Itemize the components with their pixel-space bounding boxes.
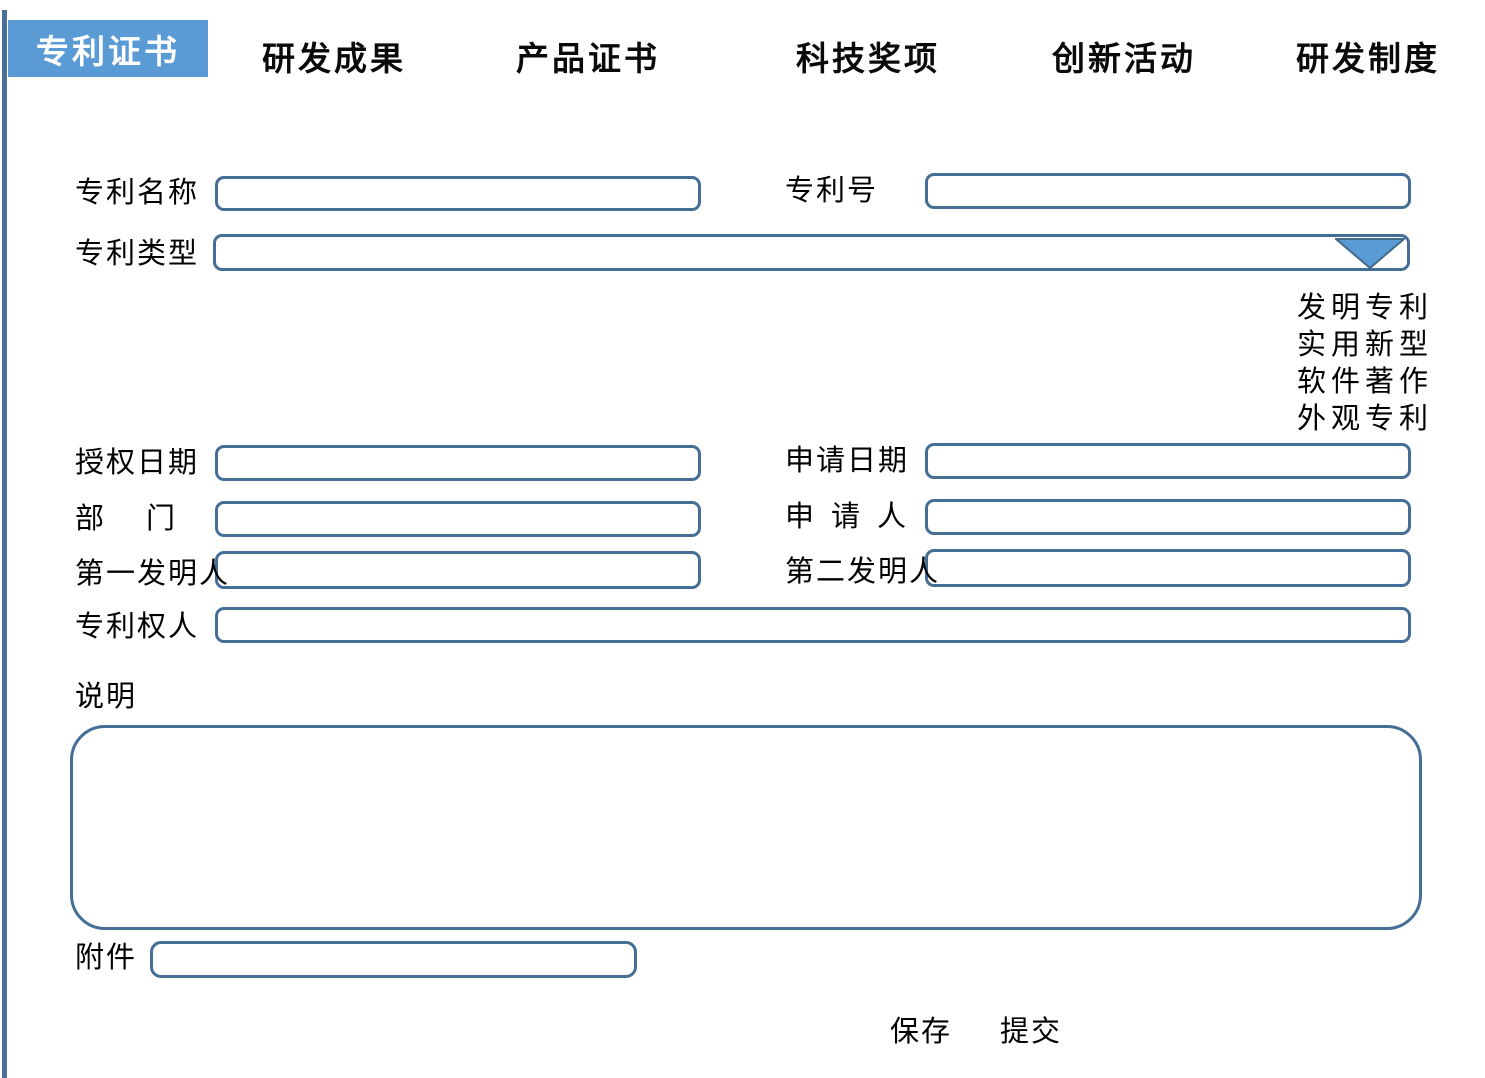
tab-tech-awards[interactable]: 科技奖项	[796, 42, 940, 78]
patent-type-label: 专利类型	[75, 238, 200, 270]
apply-date-label: 申请日期	[785, 445, 910, 477]
patentee-input[interactable]	[215, 607, 1411, 643]
description-textarea[interactable]	[70, 725, 1422, 930]
first-inventor-label: 第一发明人	[75, 558, 231, 590]
patent-name-input[interactable]	[215, 176, 701, 211]
applicant-input[interactable]	[925, 499, 1411, 535]
attachment-label: 附件	[75, 942, 138, 974]
patent-no-input[interactable]	[925, 173, 1411, 209]
applicant-label: 申请人	[785, 501, 924, 533]
patent-type-select[interactable]	[213, 234, 1410, 271]
patentee-label: 专利权人	[75, 611, 200, 643]
left-accent-line	[2, 10, 7, 1078]
second-inventor-label: 第二发明人	[785, 556, 941, 588]
first-inventor-input[interactable]	[215, 551, 701, 589]
second-inventor-input[interactable]	[925, 549, 1411, 587]
option-design-patent[interactable]: 外观专利	[1296, 403, 1433, 435]
tab-rd-achievements[interactable]: 研发成果	[262, 42, 406, 78]
tab-product-certificate[interactable]: 产品证书	[516, 42, 660, 78]
patent-no-label: 专利号	[785, 175, 879, 207]
department-label: 部门	[75, 503, 218, 535]
grant-date-label: 授权日期	[75, 447, 200, 479]
dropdown-arrow-icon[interactable]	[1335, 238, 1405, 269]
department-input[interactable]	[215, 501, 701, 537]
tab-innovation-activities[interactable]: 创新活动	[1052, 42, 1196, 78]
patent-name-label: 专利名称	[75, 177, 200, 209]
tab-patent-certificate[interactable]: 专利证书	[8, 20, 208, 77]
option-invention-patent[interactable]: 发明专利	[1296, 292, 1433, 324]
grant-date-input[interactable]	[215, 445, 701, 481]
apply-date-input[interactable]	[925, 443, 1411, 479]
tab-rd-policies[interactable]: 研发制度	[1296, 42, 1440, 78]
description-label: 说明	[75, 681, 138, 713]
save-button[interactable]: 保存	[890, 1016, 953, 1048]
submit-button[interactable]: 提交	[1000, 1016, 1063, 1048]
option-software-copyright[interactable]: 软件著作	[1296, 366, 1433, 398]
option-utility-model[interactable]: 实用新型	[1296, 329, 1433, 361]
attachment-input[interactable]	[150, 941, 637, 978]
tab-patent-certificate-label: 专利证书	[36, 34, 180, 71]
